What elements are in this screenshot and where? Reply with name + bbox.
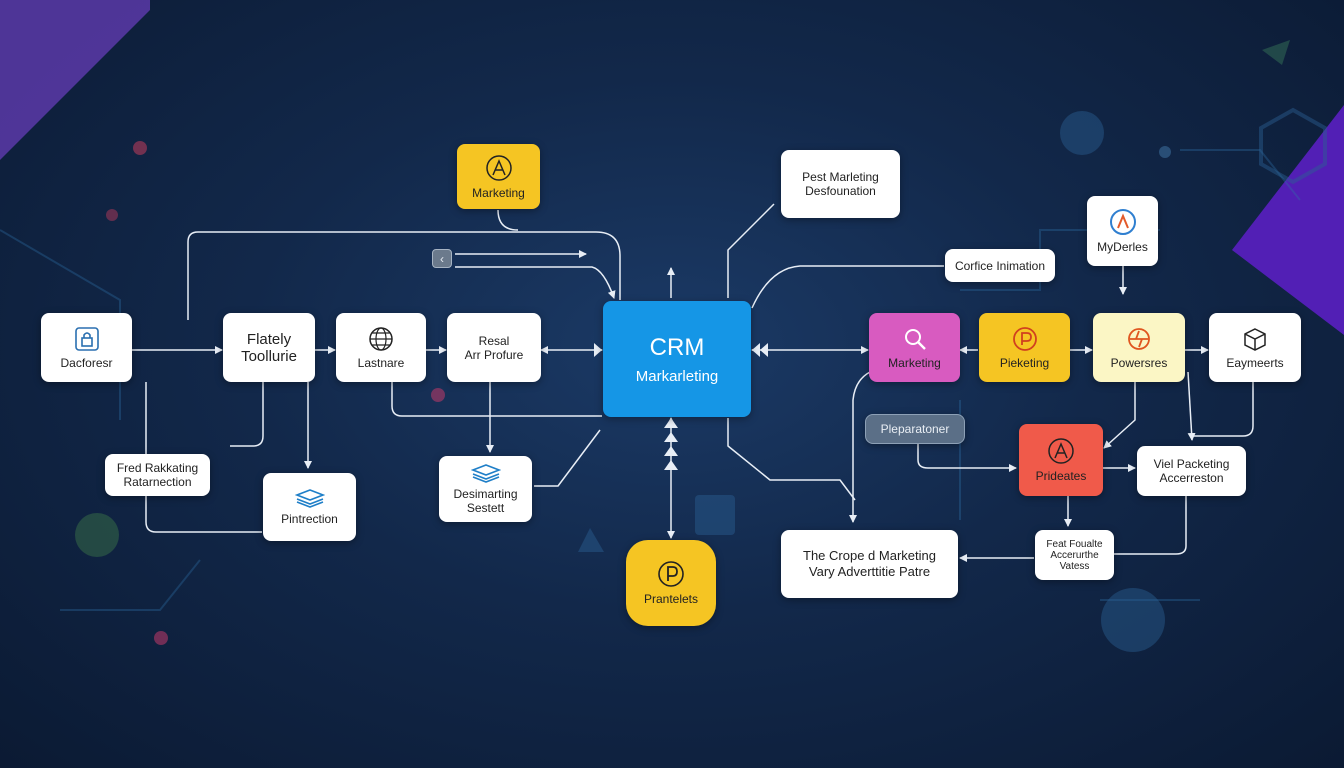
connector [145,382,262,533]
triangle-icon [1262,40,1290,65]
mydeles-node[interactable]: MyDerles [1087,196,1158,266]
node-label: Corfice Inimation [954,258,1046,273]
gear-icon [1101,588,1165,652]
resal-node[interactable]: Resal Arr Profure [447,313,541,382]
node-label: Pleparatoner [880,422,950,436]
node-label: Prideates [1035,469,1087,483]
node-label: Lastnare [357,355,405,370]
connector [391,382,602,417]
p-circle-icon [657,560,685,588]
lastnare-node[interactable]: Lastnare [336,313,426,382]
connector [727,418,856,501]
connector [1190,382,1254,437]
node-label: Pest Marleting Desfounation [802,170,879,198]
connector [1103,382,1136,449]
corner-shape-top-left [0,0,150,160]
connector [917,444,1017,472]
eaymeerts-node[interactable]: Eaymeerts [1209,313,1301,382]
node-label: Eaymeerts [1226,355,1284,370]
node-label: Feat Foualte Accerurthe Vatess [1046,538,1103,572]
flately-node[interactable]: Flately Toollurie [223,313,315,382]
decorative-icons [75,40,1327,652]
node-label: Resal Arr Profure [464,333,524,362]
connector [187,231,621,320]
a-circle-icon [485,154,513,182]
marketing-top-node[interactable]: Marketing [457,144,540,209]
pleparatoner-node[interactable]: Pleparatoner [865,414,965,444]
decorative-dots [106,141,1171,645]
powersres-node[interactable]: Powersres [1093,313,1185,382]
a-circle-icon [1047,437,1075,465]
desimarting-node[interactable]: Desimarting Sestett [439,456,532,522]
lock-icon [74,326,100,352]
connector [1114,496,1187,555]
hub-arrow-glyphs [594,343,768,470]
node-label: Pieketing [999,355,1050,370]
node-label: Powersres [1110,355,1168,370]
plug-icon [1126,326,1152,352]
node-label: Marketing [888,355,941,370]
search-icon [902,326,928,352]
connector [497,209,519,231]
connector [534,429,601,487]
stack-icon [470,463,501,483]
collapse-tab[interactable]: ‹ [432,249,452,268]
hub-title: CRM [649,334,705,361]
square-icon [695,495,735,535]
prantelets-node[interactable]: Prantelets [626,540,716,626]
pest-marketing-node[interactable]: Pest Marleting Desfounation [781,150,900,218]
connector [230,382,264,447]
fred-rakkating-node[interactable]: Fred Rakkating Ratarnection [105,454,210,496]
gear-icon [1060,111,1104,155]
node-label: Fred Rakkating Ratarnection [116,461,199,489]
hub-subtitle: Markarleting [635,368,719,385]
node-label: Pintrection [281,512,338,526]
connector [1187,371,1196,441]
box-icon [1242,326,1268,352]
p-circle-icon [1012,326,1038,352]
node-label: MyDerles [1097,240,1148,254]
marketing-pink-node[interactable]: Marketing [869,313,960,382]
a-logo-icon [1109,208,1137,236]
chevron-left-icon: ‹ [440,251,444,266]
corner-shape-right [1232,105,1344,335]
node-label: Desimarting Sestett [453,487,518,515]
crm-hub-node[interactable]: CRM Markarleting [603,301,751,417]
node-label: Viel Packeting Accerreston [1153,457,1230,485]
corfice-node[interactable]: Corfice Inimation [945,249,1055,282]
feat-foualte-node[interactable]: Feat Foualte Accerurthe Vatess [1035,530,1114,580]
connector [455,266,616,299]
node-label: Dacforesr [60,355,113,370]
connector [751,265,944,309]
pieketing-node[interactable]: Pieketing [979,313,1070,382]
gear-icon [75,513,119,557]
hexagon-icon [1259,107,1327,185]
viel-packeting-node[interactable]: Viel Packeting Accerreston [1137,446,1246,496]
triangle-icon [578,528,604,552]
stack-icon [294,488,325,508]
globe-icon [368,326,394,352]
node-label: Prantelets [643,592,699,606]
prideates-node[interactable]: Prideates [1019,424,1103,496]
node-label: Marketing [472,185,525,200]
node-label: The Crope d Marketing Vary Adverttitie P… [803,548,936,579]
connector [849,371,871,523]
crope-marketing-node[interactable]: The Crope d Marketing Vary Adverttitie P… [781,530,958,598]
dacforest-node[interactable]: Dacforesr [41,313,132,382]
connector [727,203,775,298]
pintrection-node[interactable]: Pintrection [263,473,356,541]
node-label: Flately Toollurie [241,330,297,365]
